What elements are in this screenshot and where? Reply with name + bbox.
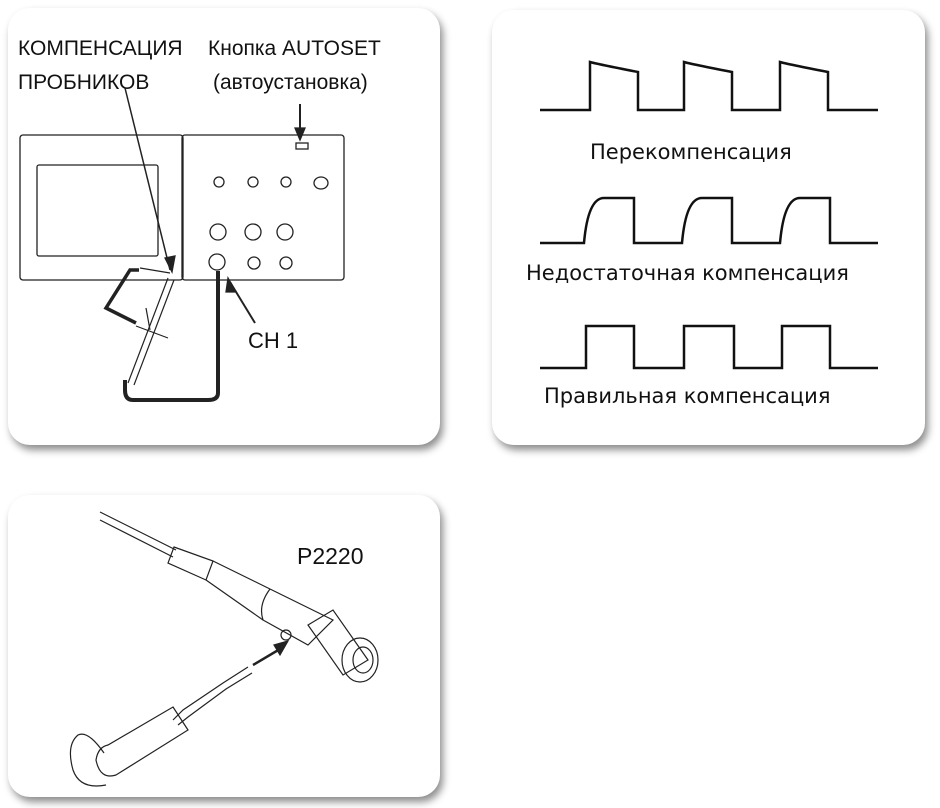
correct-compensation-waveform: [540, 324, 878, 370]
autoset-button-label: Кнопка AUTOSET: [208, 37, 381, 60]
overcompensation-caption: Перекомпенсация: [590, 140, 792, 164]
channel-1-label: CH 1: [248, 328, 299, 353]
probe-adjust-panel: P2220: [8, 495, 440, 797]
probe-model-label: P2220: [297, 543, 364, 569]
undercompensation-caption: Недостаточная компенсация: [526, 261, 849, 285]
connection-panel: КОМПЕНСАЦИЯ ПРОБНИКОВ Кнопка AUTOSET (ав…: [8, 8, 440, 445]
oscilloscope-illustration: [19, 87, 345, 402]
overcompensated-waveform: [540, 60, 878, 112]
probe-compensation-label-2: ПРОБНИКОВ: [18, 71, 150, 94]
correct-compensation-caption: Правильная компенсация: [544, 384, 831, 408]
probe-adjustment-illustration: [69, 511, 379, 787]
waveform-panel: Перекомпенсация Недостаточная компенсаци…: [492, 10, 925, 445]
probe-compensation-label: КОМПЕНСАЦИЯ: [18, 37, 183, 60]
undercompensated-waveform: [540, 196, 878, 245]
autoset-button-label-2: (автоустановка): [213, 71, 368, 94]
